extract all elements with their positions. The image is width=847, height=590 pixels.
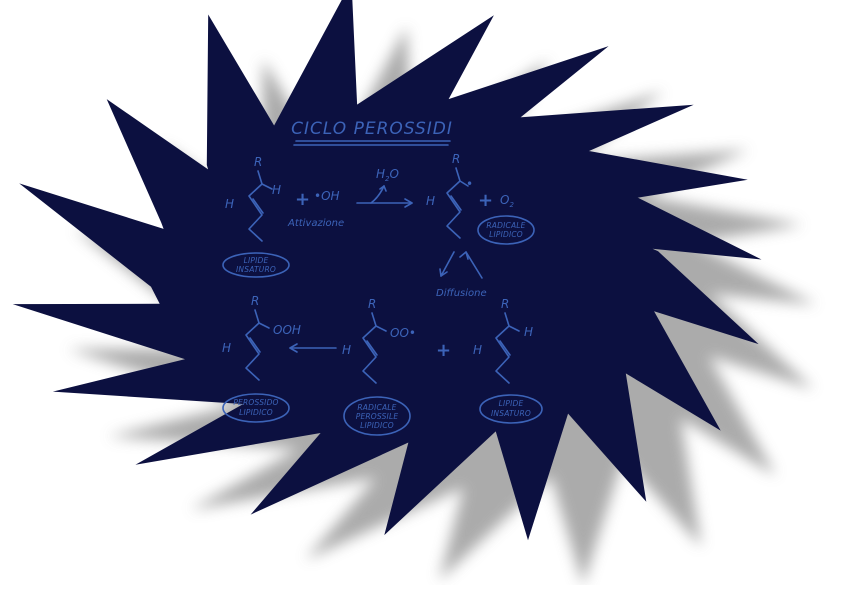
radical-top-label-1: RADICALE xyxy=(486,221,525,230)
spiral-burst xyxy=(12,0,762,541)
molecule-peroxyl: R H OO• RADICALE PEROSSILE LIPIDICO xyxy=(342,297,416,436)
lipid-top-r: R xyxy=(254,155,262,169)
radical-top-h-left: H xyxy=(426,194,435,208)
radical-top-r: R xyxy=(452,152,460,166)
hydroxyl-radical: •OH xyxy=(314,189,340,203)
peroxide-ooh: OOH xyxy=(273,323,301,337)
radical-top-label-2: LIPIDICO xyxy=(489,230,523,239)
molecule-radical-top: R H • xyxy=(426,152,473,239)
plus-sign-1: + xyxy=(295,189,310,210)
lipid-bottom-h-right: H xyxy=(524,325,533,339)
radical-top-oval xyxy=(477,215,535,245)
diffusion-arrows xyxy=(439,251,483,279)
lipid-top-label-1: LIPIDE xyxy=(244,256,269,265)
plus-sign-2: + xyxy=(478,190,493,211)
molecule-lipid-top: R H H LIPIDE INSATURO xyxy=(222,155,290,278)
lipid-top-label-2: INSATURO xyxy=(236,265,276,274)
peroxyl-label-1: RADICALE xyxy=(357,403,396,412)
peroxide-h-left: H xyxy=(222,341,231,355)
activation-arrow xyxy=(356,185,413,208)
peroxyl-label-2: PEROSSILE xyxy=(356,412,399,421)
oxygen: O2 xyxy=(500,193,514,209)
water-h: H2O xyxy=(376,167,399,183)
peroxide-label-2: LIPIDICO xyxy=(239,408,273,417)
molecule-peroxide: R H OOH PEROSSIDO LIPIDICO xyxy=(222,294,301,423)
propagation-arrow xyxy=(289,343,337,353)
peroxyl-r: R xyxy=(368,297,376,311)
activation-label: Attivazione xyxy=(287,218,344,229)
peroxide-r: R xyxy=(251,294,259,308)
lipid-bottom-r: R xyxy=(501,297,509,311)
radical-top-dot: • xyxy=(466,177,473,191)
peroxyl-h-left: H xyxy=(342,343,351,357)
lipid-bottom-label-1: LIPIDE xyxy=(499,399,524,408)
lipid-top-h-right: H xyxy=(272,183,281,197)
lipid-top-h-left: H xyxy=(225,197,234,211)
molecule-lipid-bottom: R H H LIPIDE INSATURO xyxy=(473,297,543,424)
lipid-bottom-label-2: INSATURO xyxy=(491,409,531,418)
diffusion-label: Diffusione xyxy=(436,288,487,299)
diagram-title: CICLO PEROSSIDI xyxy=(291,119,453,139)
plus-sign-3: + xyxy=(436,340,451,361)
peroxide-label-1: PEROSSIDO xyxy=(233,398,278,407)
lipid-bottom-h-left: H xyxy=(473,343,482,357)
peroxyl-oo: OO• xyxy=(390,326,416,340)
peroxyl-label-3: LIPIDICO xyxy=(360,421,394,430)
